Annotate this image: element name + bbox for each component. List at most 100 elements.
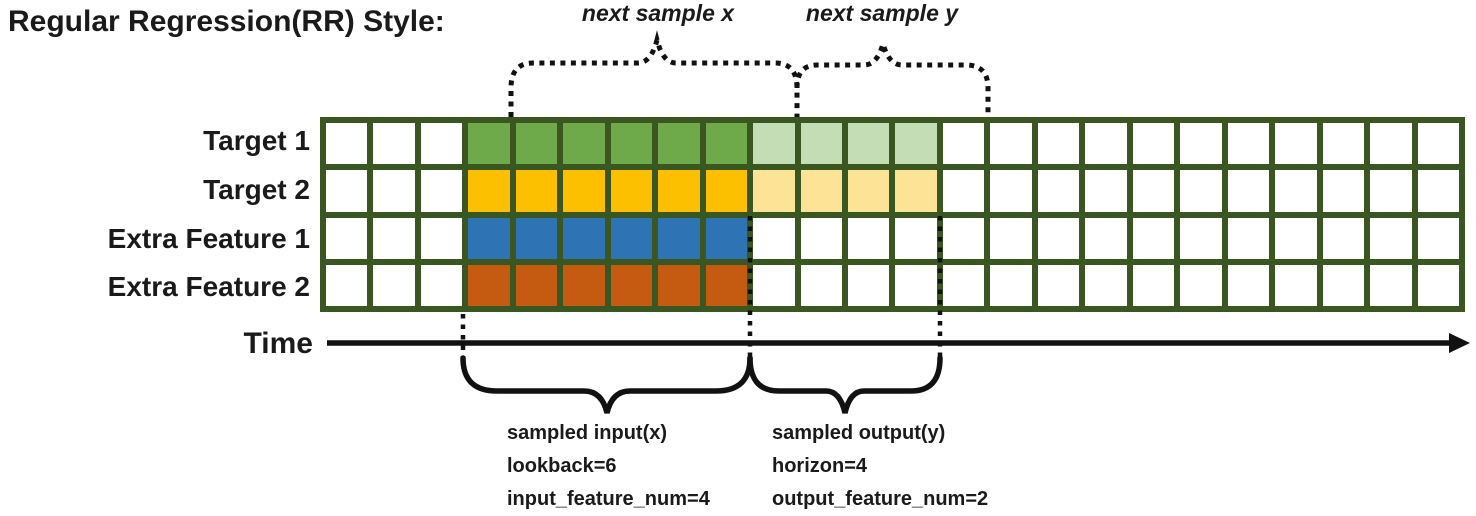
grid-cell xyxy=(465,261,513,309)
next-sample-x-label: next sample x xyxy=(581,0,735,26)
grid-cell xyxy=(1034,120,1083,168)
grid-cell xyxy=(607,120,656,168)
grid-cell xyxy=(750,120,798,168)
grid-cell xyxy=(1319,261,1368,309)
grid-cell xyxy=(323,167,371,215)
grid-cell xyxy=(1224,120,1273,168)
grid-cell xyxy=(1414,214,1462,262)
grid-cell xyxy=(1272,120,1320,168)
grid-cell xyxy=(370,261,418,309)
grid-cell xyxy=(892,214,940,262)
output-feature-num-value: output_feature_num=2 xyxy=(772,488,989,510)
time-axis-label: Time xyxy=(243,327,313,360)
grid-cell xyxy=(987,120,1035,168)
grid-cell xyxy=(1177,167,1225,215)
grid-cell xyxy=(370,214,418,262)
horizon-value: horizon=4 xyxy=(772,455,868,477)
grid-cell xyxy=(939,120,988,168)
grid-cell xyxy=(1319,214,1368,262)
sampled-output-annotation: sampled output(y) horizon=4 output_featu… xyxy=(772,417,988,516)
grid-cell xyxy=(1177,120,1225,168)
lookback-value: lookback=6 xyxy=(507,455,617,477)
grid-cell xyxy=(655,214,703,262)
grid-cell xyxy=(560,167,608,215)
grid-cell xyxy=(1082,120,1130,168)
input-feature-num-value: input_feature_num=4 xyxy=(507,488,710,510)
grid-cell xyxy=(1177,261,1225,309)
grid-cell xyxy=(323,261,371,309)
grid-cell xyxy=(750,167,798,215)
grid-cell xyxy=(607,261,656,309)
sample-grid xyxy=(320,117,1465,312)
next-sample-y-brace xyxy=(794,34,991,115)
grid-cell xyxy=(939,214,988,262)
grid-cell xyxy=(939,167,988,215)
row-label-extra-feature-2: Extra Feature 2 xyxy=(107,271,310,302)
grid-cell xyxy=(1129,261,1178,309)
grid-cell xyxy=(465,120,513,168)
time-axis-arrow-head xyxy=(1449,333,1470,353)
grid-cell xyxy=(1082,214,1130,262)
row-label-target-1: Target 1 xyxy=(203,125,310,156)
grid-cell xyxy=(370,167,418,215)
grid-cell xyxy=(655,167,703,215)
grid-cell xyxy=(702,167,751,215)
grid-cell xyxy=(1129,167,1178,215)
grid-cell xyxy=(702,214,751,262)
grid-cell xyxy=(1177,214,1225,262)
grid-cell xyxy=(1082,261,1130,309)
grid-cell xyxy=(845,120,893,168)
grid-cell xyxy=(607,167,656,215)
grid-cell xyxy=(417,261,466,309)
grid-cell xyxy=(1272,167,1320,215)
grid-cell xyxy=(655,120,703,168)
grid-cell xyxy=(892,261,940,309)
grid-cell xyxy=(1034,214,1083,262)
grid-cell xyxy=(607,214,656,262)
grid-cell xyxy=(1034,167,1083,215)
grid-cell xyxy=(797,120,846,168)
grid-cell xyxy=(1224,167,1273,215)
grid-cell xyxy=(1129,120,1178,168)
sampled-input-annotation: sampled input(x) lookback=6 input_featur… xyxy=(507,417,710,516)
grid-cell xyxy=(512,120,561,168)
grid-cell xyxy=(1082,167,1130,215)
grid-cell xyxy=(465,167,513,215)
next-sample-x-brace xyxy=(508,30,800,117)
grid-cell xyxy=(1319,120,1368,168)
grid-cell xyxy=(417,214,466,262)
grid-cell xyxy=(892,120,940,168)
grid-cell xyxy=(512,261,561,309)
grid-cell xyxy=(750,261,798,309)
grid-cell xyxy=(750,214,798,262)
grid-cell xyxy=(987,214,1035,262)
grid-cell xyxy=(702,120,751,168)
row-label-extra-feature-1: Extra Feature 1 xyxy=(107,223,310,254)
grid-cell xyxy=(1224,261,1273,309)
sampled-output-title: sampled output(y) xyxy=(772,422,946,444)
grid-cell xyxy=(560,120,608,168)
grid-cell xyxy=(512,214,561,262)
grid-cell xyxy=(560,214,608,262)
grid-cell xyxy=(1224,214,1273,262)
grid-cell xyxy=(465,214,513,262)
row-label-target-2: Target 2 xyxy=(203,174,310,205)
sampled-output-brace xyxy=(747,355,943,414)
grid-cell xyxy=(1129,214,1178,262)
next-sample-y-label: next sample y xyxy=(805,0,959,26)
grid-cell xyxy=(1414,167,1462,215)
grid-cell xyxy=(370,120,418,168)
grid-cell xyxy=(845,261,893,309)
grid-cell xyxy=(1367,120,1415,168)
grid-cell xyxy=(939,261,988,309)
grid-cell xyxy=(1319,167,1368,215)
sampled-input-title: sampled input(x) xyxy=(507,422,668,444)
grid-cell xyxy=(987,261,1035,309)
grid-cell xyxy=(1367,167,1415,215)
grid-cell xyxy=(1367,214,1415,262)
grid-cell xyxy=(1272,261,1320,309)
grid-cell xyxy=(560,261,608,309)
grid-cell xyxy=(417,167,466,215)
grid-cell xyxy=(797,167,846,215)
grid-cell xyxy=(417,120,466,168)
